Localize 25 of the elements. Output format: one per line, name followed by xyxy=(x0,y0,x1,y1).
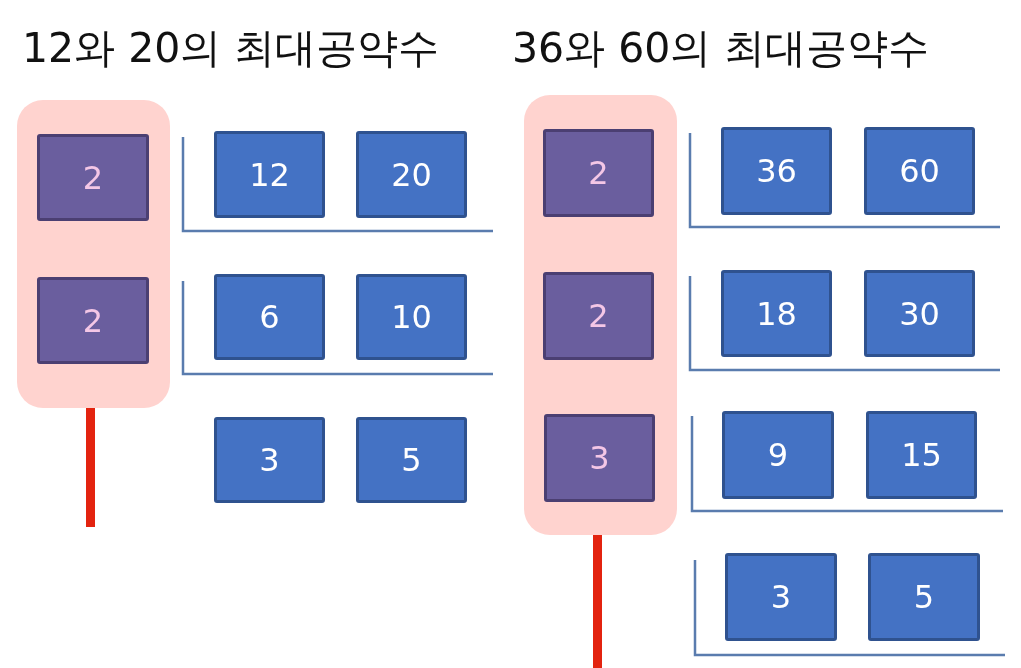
number-tile: 18 xyxy=(721,270,832,357)
divisor-tile: 2 xyxy=(37,277,149,364)
highlight-panel xyxy=(524,95,677,535)
number-tile: 6 xyxy=(214,274,325,360)
heading: 36와 60의 최대공약수 xyxy=(512,24,930,74)
number-tile: 3 xyxy=(214,417,325,503)
divisor-tile: 2 xyxy=(543,129,654,217)
number-tile: 9 xyxy=(722,411,834,499)
highlight-panel xyxy=(17,100,170,408)
number-tile: 36 xyxy=(721,127,832,215)
heading: 12와 20의 최대공약수 xyxy=(22,24,440,74)
number-tile: 3 xyxy=(725,553,837,641)
divisor-tile: 3 xyxy=(544,414,655,502)
number-tile: 15 xyxy=(866,411,977,499)
number-tile: 10 xyxy=(356,274,467,360)
connector-line xyxy=(593,535,602,668)
number-tile: 12 xyxy=(214,131,325,218)
number-tile: 60 xyxy=(864,127,975,215)
number-tile: 20 xyxy=(356,131,467,218)
divisor-tile: 2 xyxy=(37,134,149,221)
number-tile: 5 xyxy=(868,553,980,641)
number-tile: 5 xyxy=(356,417,467,503)
number-tile: 30 xyxy=(864,270,975,357)
divisor-tile: 2 xyxy=(543,272,654,360)
connector-line xyxy=(86,408,95,527)
